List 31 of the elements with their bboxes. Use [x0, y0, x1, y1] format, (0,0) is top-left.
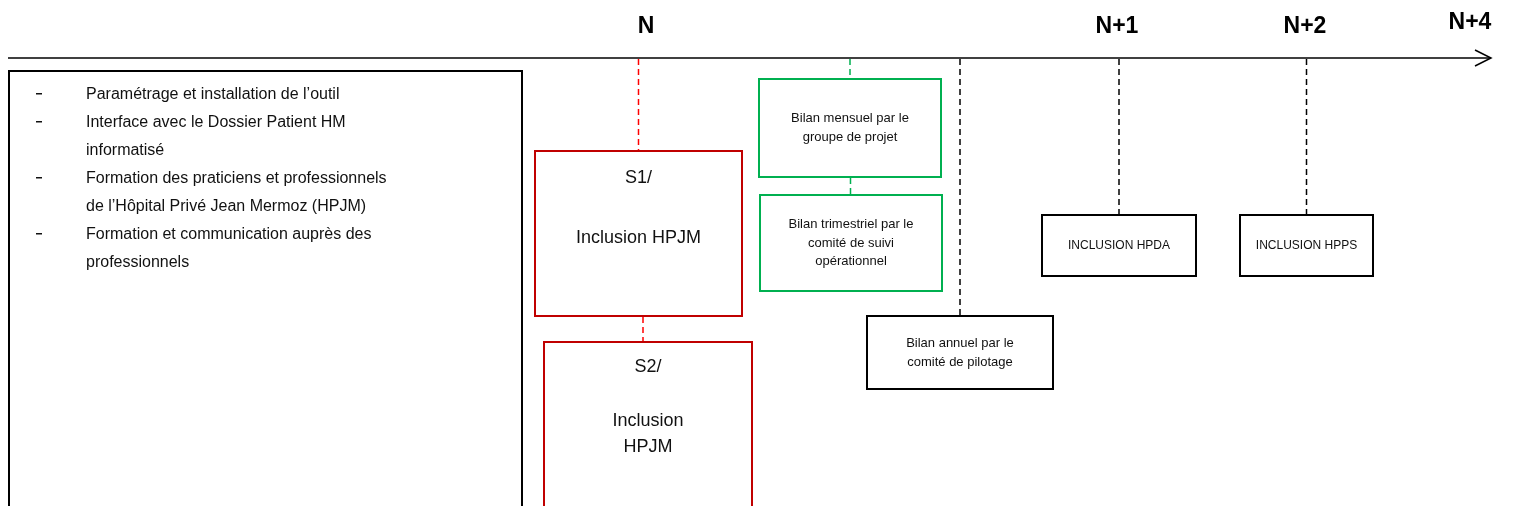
bullet-text: Formation des praticiens et professionnels de l’Hôpital Privé Jean Mermoz (HPJM) — [86, 169, 387, 214]
milestone-box — [759, 194, 943, 292]
box-text: INCLUSION HPPS — [1255, 236, 1358, 254]
box-text: Inclusion HPJM — [611, 409, 685, 459]
bullet-text: Interface avec le Dossier Patient HM informatisé — [86, 113, 346, 158]
box-text: Bilan mensuel par le groupe de projet — [790, 109, 910, 146]
dashed-connector — [642, 316, 644, 342]
dashed-connector — [637, 58, 640, 151]
box-text: Inclusion HPJM — [575, 226, 701, 250]
bullet-text: Formation et communication auprès des professionnels — [86, 225, 372, 270]
dashed-connector — [849, 177, 852, 195]
milestone-box — [866, 315, 1054, 390]
milestone-box — [534, 150, 743, 317]
milestone-box — [543, 341, 753, 506]
milestone-box — [758, 78, 942, 178]
milestone-box — [1239, 214, 1374, 277]
year-label: N+1 — [1095, 12, 1139, 39]
step-label: S2/ — [634, 355, 662, 378]
year-label: N+2 — [1283, 12, 1327, 39]
milestone-box — [1041, 214, 1197, 277]
dashed-connector — [959, 58, 961, 316]
year-label: N+4 — [1448, 8, 1492, 35]
box-text: Bilan trimestriel par le comité de suivi opérationnel — [787, 214, 915, 271]
task-list-box — [8, 70, 523, 506]
bullet-text: Paramétrage et installation de l’outil — [86, 85, 340, 102]
dashed-connector — [1305, 58, 1308, 215]
dashed-connector — [1118, 58, 1120, 215]
step-label: S1/ — [625, 166, 652, 189]
box-text: Bilan annuel par le comité de pilotage — [905, 333, 1015, 371]
year-label: N — [637, 12, 655, 39]
box-text: INCLUSION HPDA — [1068, 236, 1170, 254]
